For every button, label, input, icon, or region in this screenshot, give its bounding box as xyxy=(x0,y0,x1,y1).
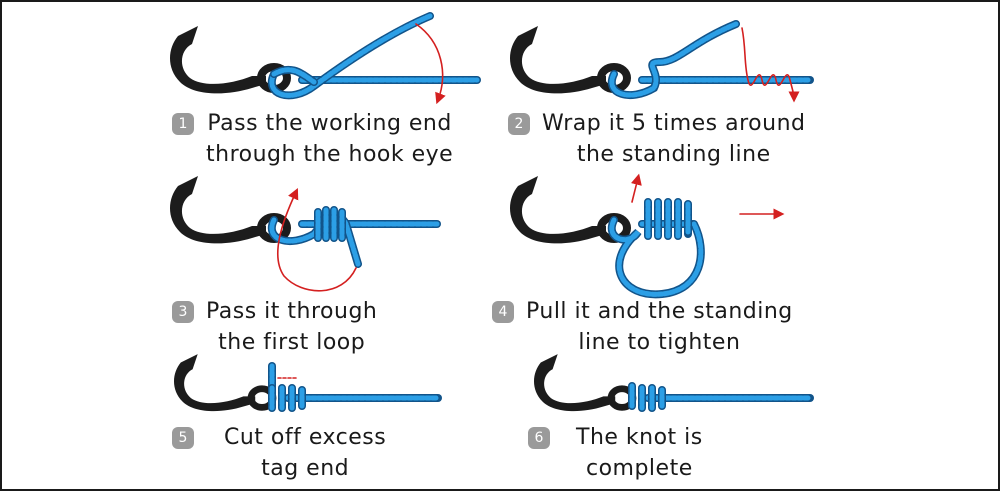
fish-hook-icon xyxy=(174,354,273,411)
step-text: Cut off excess tag end xyxy=(224,422,386,484)
caption-line: Pull it and the standing xyxy=(526,299,793,324)
caption-line: Pass the working end xyxy=(207,111,452,136)
caption-line: tag end xyxy=(261,456,350,481)
step-2-caption: 2 Wrap it 5 times around the standing li… xyxy=(508,108,805,170)
step-2-illustration xyxy=(510,20,814,103)
step-number-badge: 1 xyxy=(172,113,194,135)
fish-hook-icon xyxy=(534,354,633,411)
step-5-caption: 5 Cut off excess tag end xyxy=(172,422,386,484)
caption-line: Wrap it 5 times around xyxy=(542,111,806,136)
step-4-illustration xyxy=(510,173,785,299)
step-text: The knot is complete xyxy=(576,422,703,484)
step-3-caption: 3 Pass it through the first loop xyxy=(172,296,377,358)
step-number-badge: 3 xyxy=(172,301,194,323)
caption-line: through the hook eye xyxy=(206,142,454,167)
step-text: Pass it through the first loop xyxy=(206,296,377,358)
step-1-caption: 1 Pass the working end through the hook … xyxy=(172,108,453,170)
step-6-caption: 6 The knot is complete xyxy=(528,422,703,484)
step-text: Pull it and the standing line to tighten xyxy=(526,296,793,358)
step-number-badge: 5 xyxy=(172,427,194,449)
step-1-illustration xyxy=(170,12,481,105)
caption-line: the first loop xyxy=(218,330,366,355)
step-5-illustration xyxy=(174,354,442,412)
caption-line: The knot is xyxy=(576,425,703,450)
step-3-illustration xyxy=(170,176,441,292)
step-4-caption: 4 Pull it and the standing line to tight… xyxy=(492,296,793,358)
caption-line: complete xyxy=(585,456,693,481)
caption-line: line to tighten xyxy=(578,330,741,355)
caption-line: the standing line xyxy=(576,142,771,167)
step-text: Pass the working end through the hook ey… xyxy=(206,108,453,170)
step-number-badge: 2 xyxy=(508,113,530,135)
step-6-illustration xyxy=(534,354,814,412)
caption-line: Cut off excess xyxy=(224,425,387,450)
caption-line: Pass it through xyxy=(206,299,378,324)
step-number-badge: 4 xyxy=(492,301,514,323)
step-text: Wrap it 5 times around the standing line xyxy=(542,108,805,170)
step-number-badge: 6 xyxy=(528,427,550,449)
